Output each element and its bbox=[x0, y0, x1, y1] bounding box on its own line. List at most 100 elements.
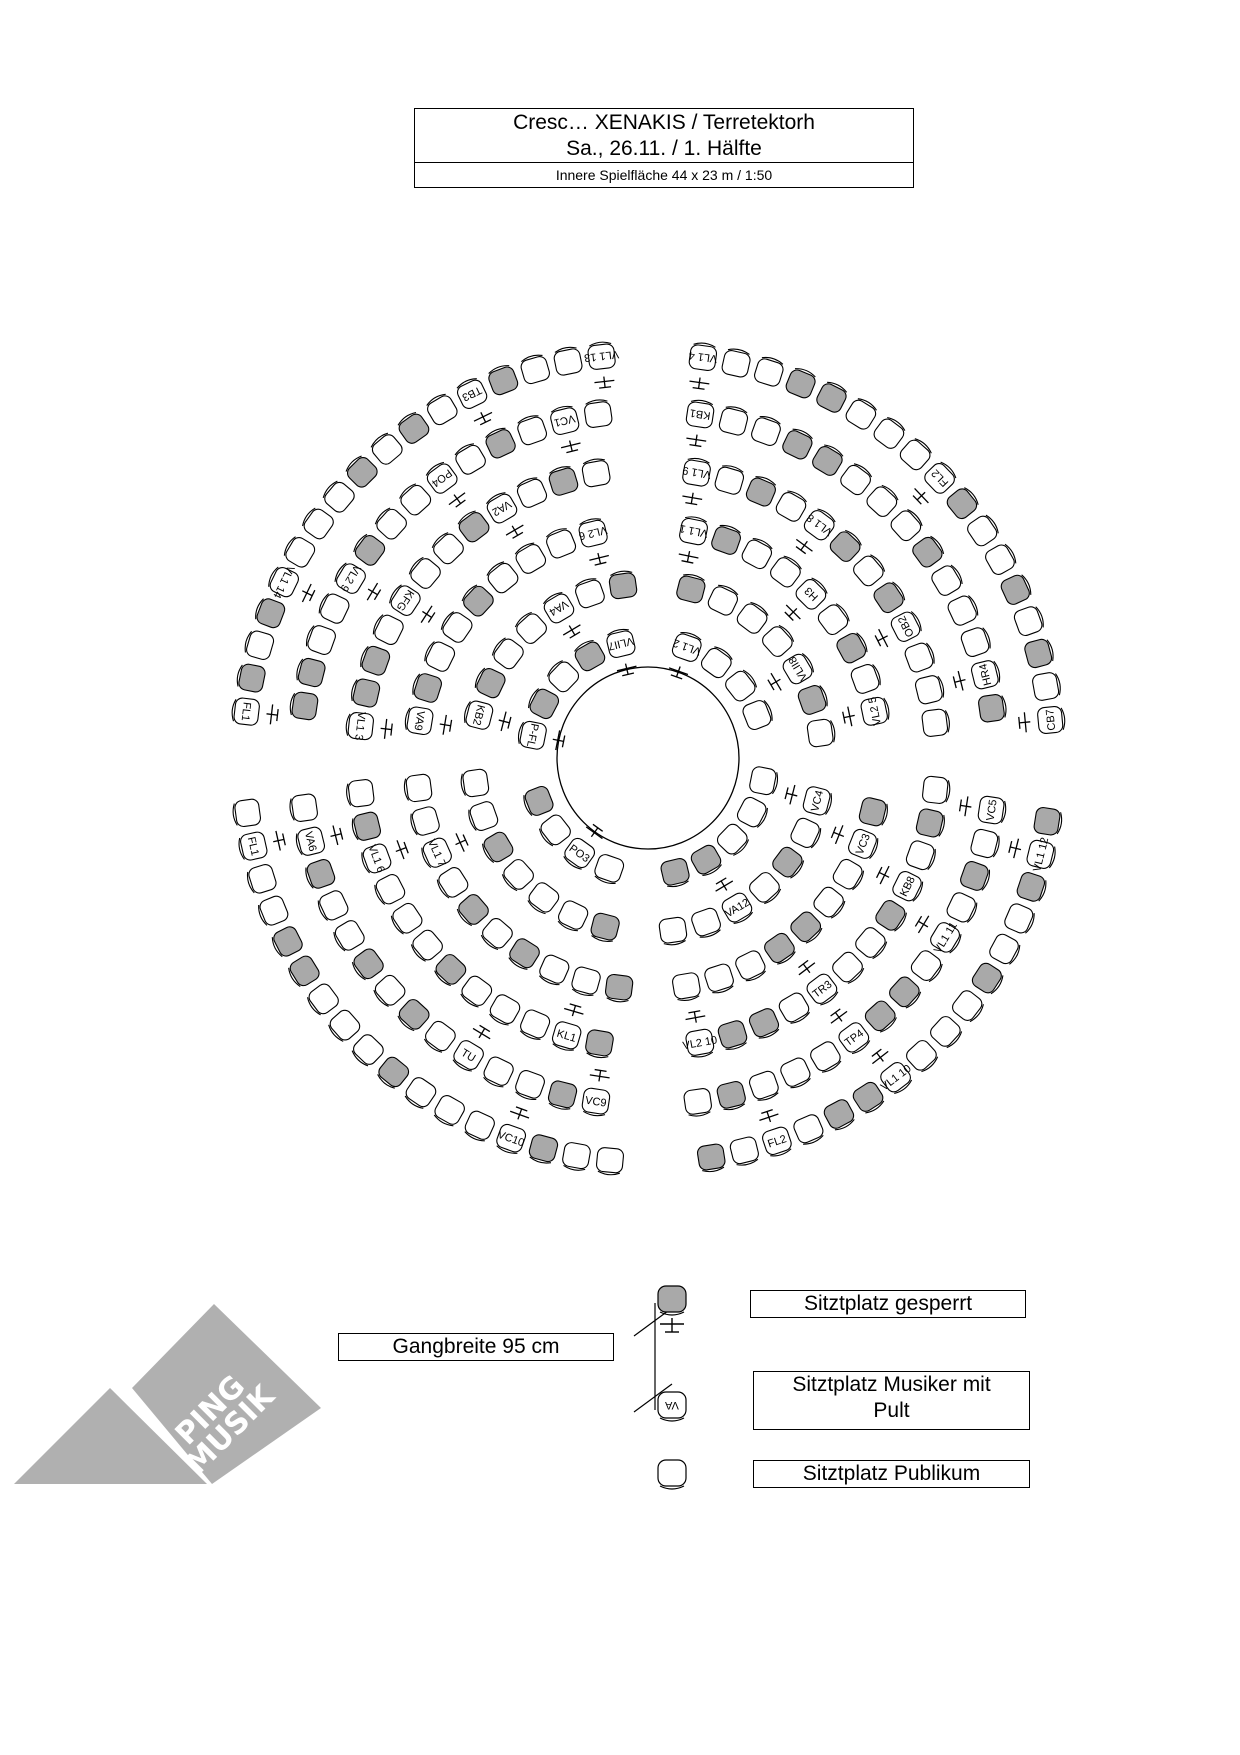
music-stand bbox=[686, 434, 707, 448]
seat bbox=[832, 951, 865, 984]
seat: HR4 bbox=[970, 660, 1001, 690]
seat bbox=[1000, 574, 1032, 605]
seat bbox=[904, 642, 935, 673]
seat: VA9 bbox=[404, 706, 434, 736]
music-stand bbox=[842, 706, 855, 727]
seat: VL1 2 bbox=[672, 632, 703, 662]
seat bbox=[1024, 638, 1054, 669]
seat bbox=[967, 514, 999, 547]
seat bbox=[491, 637, 524, 670]
seat bbox=[915, 808, 945, 838]
seat bbox=[751, 415, 781, 446]
logo-right-shape bbox=[132, 1304, 321, 1484]
seat: VC5 bbox=[977, 795, 1007, 825]
seat: VLII7 bbox=[606, 628, 636, 658]
seat bbox=[875, 900, 907, 932]
seat bbox=[461, 584, 494, 617]
seat: VL2 5 bbox=[860, 696, 890, 727]
seat bbox=[754, 356, 784, 387]
seat bbox=[412, 673, 442, 703]
seat bbox=[244, 630, 275, 660]
music-stand bbox=[874, 628, 889, 648]
seat bbox=[390, 902, 423, 935]
music-stand bbox=[552, 730, 566, 751]
seat bbox=[553, 346, 583, 376]
music-stand bbox=[685, 1010, 706, 1023]
seat bbox=[317, 890, 349, 921]
seat bbox=[823, 1099, 855, 1131]
seat: VL1 9 bbox=[682, 457, 712, 487]
legend-icons: VA bbox=[633, 1285, 687, 1490]
seat bbox=[485, 427, 516, 459]
music-stand bbox=[784, 784, 798, 805]
ping-musik-logo: PING MUSIK bbox=[14, 1304, 321, 1484]
music-stand bbox=[784, 604, 801, 621]
seat bbox=[946, 892, 978, 923]
music-stand bbox=[589, 1068, 610, 1082]
seat bbox=[548, 466, 579, 496]
seat bbox=[575, 578, 605, 609]
seat bbox=[305, 858, 336, 889]
seat-label: KL1 bbox=[555, 1028, 577, 1045]
music-stand bbox=[682, 492, 703, 506]
seat: KL1 bbox=[551, 1021, 582, 1051]
seat bbox=[377, 1056, 410, 1089]
music-stand bbox=[473, 411, 493, 426]
seat bbox=[322, 480, 355, 513]
seat bbox=[812, 444, 844, 476]
seat bbox=[691, 907, 721, 938]
music-stand bbox=[366, 582, 382, 601]
seat: OB2 bbox=[890, 611, 922, 642]
seat bbox=[785, 368, 816, 399]
musician-seat-icon: VA bbox=[657, 1391, 687, 1422]
seat bbox=[258, 895, 289, 926]
seat bbox=[486, 561, 519, 594]
music-stand bbox=[914, 915, 930, 934]
seat bbox=[581, 458, 611, 488]
seat-label: KB2 bbox=[470, 703, 487, 726]
seat bbox=[748, 1070, 779, 1101]
seat: VC4 bbox=[802, 786, 832, 816]
seat bbox=[594, 854, 625, 884]
seat bbox=[397, 412, 430, 444]
seat bbox=[716, 1080, 746, 1111]
seat bbox=[890, 509, 923, 542]
seat: VL2 9 bbox=[334, 562, 366, 594]
seat bbox=[456, 894, 489, 927]
seat bbox=[523, 785, 554, 816]
music-stand bbox=[589, 552, 609, 566]
seat bbox=[538, 814, 571, 847]
seat bbox=[912, 535, 945, 568]
seat: FL1 bbox=[238, 831, 268, 861]
seat bbox=[985, 543, 1017, 575]
seat bbox=[717, 1020, 748, 1050]
seat: TB3 bbox=[456, 378, 488, 409]
seat: VL1 7 bbox=[421, 838, 452, 869]
seat-label: HR4 bbox=[977, 662, 994, 686]
seat-label: VL2 5 bbox=[866, 696, 884, 727]
seat bbox=[748, 1008, 780, 1039]
seat: H3 bbox=[795, 577, 828, 610]
seat: VA2 bbox=[486, 492, 518, 524]
seat-label: VC5 bbox=[985, 799, 1000, 822]
blocked-seat-icon bbox=[657, 1285, 687, 1316]
logo-left-triangle bbox=[14, 1388, 207, 1484]
seat bbox=[725, 669, 758, 702]
seat bbox=[741, 537, 773, 570]
title-line-1: Cresc… XENAKIS / Terretektorh bbox=[513, 111, 815, 134]
seat: TU bbox=[452, 1040, 484, 1072]
music-stand bbox=[795, 538, 813, 555]
legend-musician-line-1: Sitztplatz Musiker mit bbox=[792, 1373, 991, 1396]
music-stand bbox=[594, 376, 615, 389]
seat bbox=[930, 1016, 963, 1049]
aisle-tick-bottom bbox=[633, 1383, 673, 1413]
seat: VL1 13 bbox=[583, 341, 620, 370]
seat bbox=[519, 1009, 551, 1040]
seat bbox=[864, 1000, 897, 1033]
music-stand bbox=[562, 624, 581, 639]
music-stand bbox=[301, 583, 316, 603]
legend-blocked-seat: Sitztplatz gesperrt bbox=[750, 1290, 1026, 1318]
music-stand bbox=[273, 830, 286, 851]
